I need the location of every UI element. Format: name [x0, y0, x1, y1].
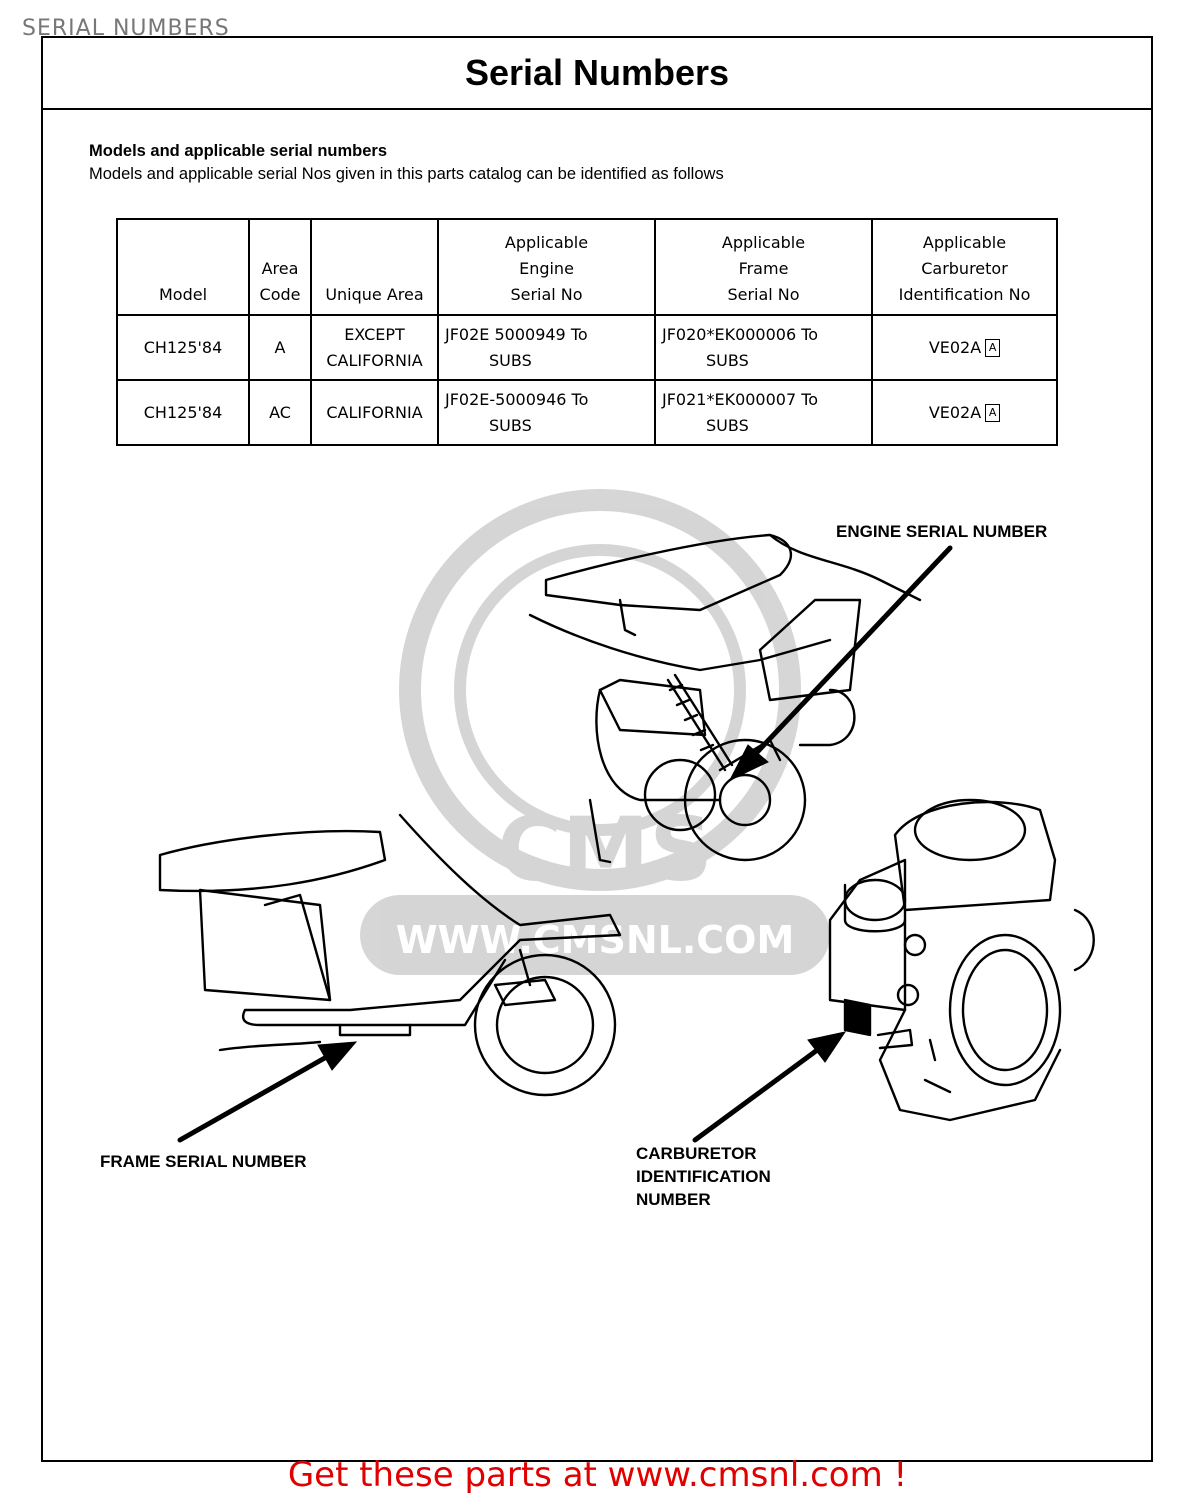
- watermark-url: WWW.CMSNL.COM: [396, 918, 795, 962]
- engine-serial-callout: ENGINE SERIAL NUMBER: [836, 522, 1048, 541]
- intro-block: Models and applicable serial numbers Mod…: [89, 140, 724, 186]
- carburetor-arrow-line: [692, 1045, 823, 1143]
- footer-link[interactable]: Get these parts at www.cmsnl.com !: [287, 1455, 908, 1495]
- page-title: Serial Numbers: [464, 52, 730, 93]
- title-box: Serial Numbers: [43, 38, 1151, 110]
- page-frame: Serial Numbers Models and applicable ser…: [41, 36, 1153, 1462]
- section-label: SERIAL NUMBERS: [22, 16, 230, 41]
- cell-area-code: AC: [248, 379, 312, 446]
- watermark-brand: CMS: [497, 798, 713, 901]
- cell-model: CH125'84: [116, 314, 250, 381]
- cell-model: CH125'84: [116, 379, 250, 446]
- cms-watermark: CMS WWW.CMSNL.COM: [360, 489, 830, 975]
- cell-unique-area: CALIFORNIA: [310, 379, 439, 446]
- callout-arrows: [177, 545, 953, 1143]
- carburetor-arrow-head: [807, 1031, 847, 1063]
- frame-serial-callout: FRAME SERIAL NUMBER: [100, 1152, 307, 1171]
- frame-arrow-head: [317, 1041, 358, 1071]
- col-header-unique-area: Unique Area: [310, 218, 439, 316]
- engine-arrow-head: [728, 744, 769, 782]
- col-header-model: Model: [116, 218, 250, 316]
- carburetor-id-callout: CARBURETOR IDENTIFICATION NUMBER: [636, 1144, 771, 1209]
- intro-heading: Models and applicable serial numbers: [89, 142, 388, 160]
- intro-text: Models and applicable serial Nos given i…: [89, 165, 724, 183]
- carburetor-mark: A: [985, 339, 1001, 357]
- frame-arrow-line: [177, 1052, 333, 1143]
- carburetor-mark: A: [985, 404, 1001, 422]
- cell-area-code: A: [248, 314, 312, 381]
- engine-arrow-line: [742, 545, 953, 768]
